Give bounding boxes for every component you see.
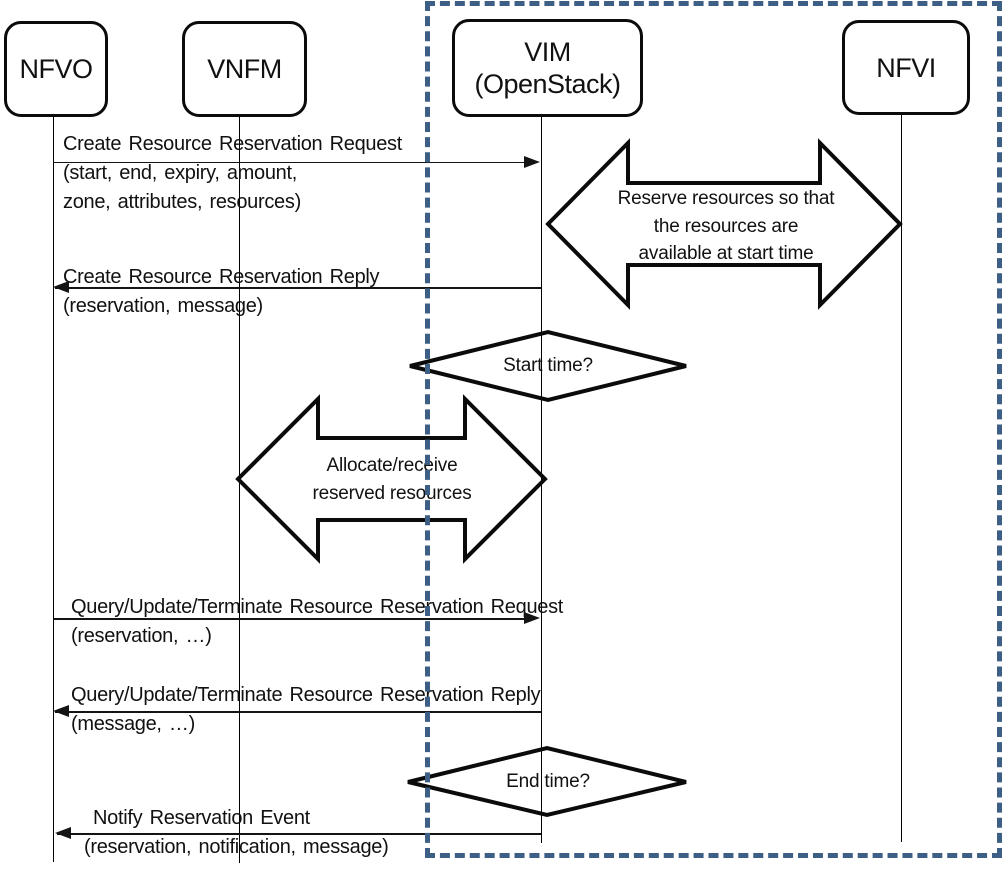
allocate-line1: Allocate/receive <box>326 455 458 476</box>
notify-event-label: Notify Reservation Event (reservation, n… <box>84 804 389 862</box>
create-request-label: Create Resource Reservation Request (sta… <box>63 130 402 217</box>
notify-event-arrow-line <box>57 833 541 835</box>
create-reply-params: (reservation, message) <box>63 295 263 317</box>
create-request-title: Create Resource Reservation Request <box>63 133 403 155</box>
actor-label-nfvo: NFVO <box>19 54 93 84</box>
query-request-arrow-line <box>53 618 526 620</box>
actor-box-vim: VIM (OpenStack) <box>452 19 643 117</box>
end-time-text: End time? <box>506 771 590 792</box>
end-time-diamond <box>407 745 687 818</box>
allocate-line2: reserved resources <box>312 482 472 504</box>
query-request-arrowhead-icon <box>524 612 540 624</box>
start-time-diamond <box>409 329 687 403</box>
query-reply-arrowhead-icon <box>53 705 69 717</box>
actor-box-nfvo: NFVO <box>4 21 108 117</box>
query-reply-label: Query/Update/Terminate Resource Reservat… <box>71 681 541 739</box>
actor-label-nfvi: NFVI <box>876 52 936 83</box>
actor-label-vim-line1: VIM <box>524 37 571 67</box>
create-reply-arrowhead-icon <box>53 281 69 293</box>
reserve-line2: the resources are <box>653 215 799 237</box>
notify-event-arrowhead-icon <box>55 827 71 839</box>
query-reply-title: Query/Update/Terminate Resource Reservat… <box>71 684 541 706</box>
nfvi-lifeline <box>900 115 903 842</box>
query-request-params: (reservation, …) <box>71 625 212 647</box>
reserve-arrow-label: Reserve resources so that the resources … <box>586 185 866 268</box>
start-time-text: Start time? <box>503 355 593 376</box>
actor-box-vnfm: VNFM <box>182 21 307 117</box>
actor-label-vim-line2: (OpenStack) <box>474 69 621 99</box>
nfvo-lifeline <box>52 117 55 862</box>
create-reply-title: Create Resource Reservation Reply <box>63 266 380 288</box>
query-reply-params: (message, …) <box>71 713 195 735</box>
create-reply-label: Create Resource Reservation Reply (reser… <box>63 263 380 321</box>
end-time-label: End time? <box>460 768 636 796</box>
create-request-params-2: zone, attributes, resources) <box>63 191 301 213</box>
create-request-params-1: (start, end, expiry, amount, <box>63 162 297 184</box>
reserve-line1: Reserve resources so that <box>617 188 835 209</box>
create-reply-arrow-line <box>55 287 541 289</box>
allocate-block-arrow <box>235 394 548 564</box>
actor-box-nfvi: NFVI <box>842 20 970 115</box>
allocate-arrow-label: Allocate/receive reserved resources <box>262 452 522 507</box>
create-request-arrow-line <box>53 161 526 164</box>
notify-event-params: (reservation, notification, message) <box>84 836 389 858</box>
query-request-label: Query/Update/Terminate Resource Reservat… <box>71 593 563 651</box>
reserve-block-arrow <box>545 138 903 310</box>
create-request-arrowhead-icon <box>524 155 540 168</box>
vnfm-lifeline <box>238 117 241 863</box>
query-request-title: Query/Update/Terminate Resource Reservat… <box>71 596 564 618</box>
notify-event-title: Notify Reservation Event <box>93 807 310 829</box>
start-time-label: Start time? <box>460 352 636 380</box>
reserve-line3: available at start time <box>638 243 814 264</box>
query-reply-arrow-line <box>55 711 541 713</box>
actor-label-vnfm: VNFM <box>207 54 282 84</box>
